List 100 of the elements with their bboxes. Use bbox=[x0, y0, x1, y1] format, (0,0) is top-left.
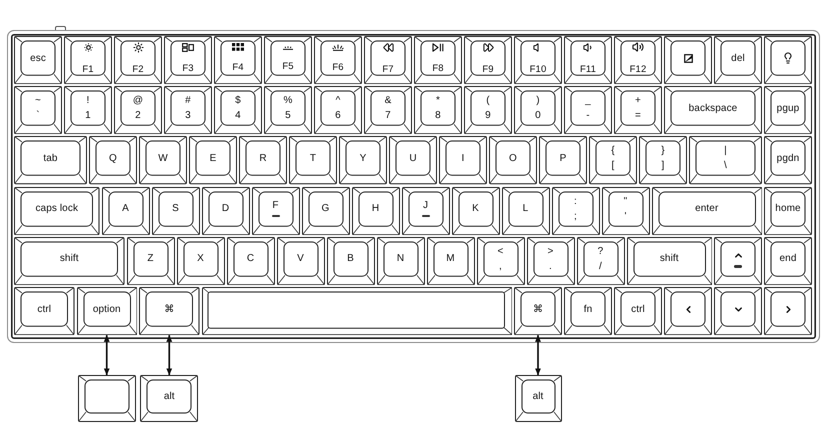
key-label: + bbox=[635, 95, 641, 106]
key-label: 9 bbox=[485, 110, 491, 122]
keycap bbox=[464, 36, 512, 84]
keycap bbox=[102, 186, 150, 235]
key-label: { bbox=[611, 145, 615, 156]
key-label: _ bbox=[585, 95, 591, 106]
key-label: alt bbox=[164, 391, 175, 402]
key-label: X bbox=[197, 253, 204, 264]
keycap bbox=[689, 136, 762, 185]
key-label: - bbox=[586, 110, 590, 122]
keycap bbox=[489, 136, 537, 185]
keycap bbox=[364, 36, 412, 84]
key-label: 0 bbox=[535, 110, 541, 122]
key-label: ' bbox=[624, 210, 626, 222]
keycap bbox=[14, 287, 74, 336]
key-label: F6 bbox=[332, 62, 344, 73]
key-label: F8 bbox=[432, 62, 444, 74]
keycap bbox=[364, 86, 412, 134]
keycap bbox=[626, 236, 712, 285]
keycap bbox=[764, 36, 812, 84]
key-label: ! bbox=[86, 95, 90, 106]
keycap bbox=[402, 186, 450, 235]
key-label: @ bbox=[132, 95, 144, 106]
key-label: 4 bbox=[235, 110, 241, 122]
keycap bbox=[564, 36, 612, 84]
keycap bbox=[140, 375, 198, 422]
keycap bbox=[264, 36, 312, 84]
keycap bbox=[764, 136, 812, 185]
key-label: $ bbox=[235, 95, 241, 106]
keycap bbox=[226, 236, 274, 285]
key-label: [ bbox=[612, 160, 614, 172]
key-label: P bbox=[560, 152, 566, 164]
key-label: enter bbox=[695, 203, 718, 214]
keycap bbox=[339, 136, 387, 185]
key-label: . bbox=[549, 260, 552, 272]
key-label: home bbox=[775, 203, 801, 214]
keycap bbox=[514, 375, 562, 422]
keycap bbox=[76, 287, 137, 336]
keycap bbox=[139, 287, 200, 336]
keycap bbox=[14, 36, 62, 84]
keycap bbox=[614, 86, 662, 134]
key-label: ~ bbox=[35, 95, 41, 106]
keycap bbox=[139, 136, 187, 185]
keycap bbox=[214, 86, 262, 134]
key-label: , bbox=[499, 260, 502, 272]
key-label: / bbox=[599, 260, 602, 272]
key-label: N bbox=[396, 253, 404, 264]
keycap bbox=[526, 236, 574, 285]
keycap bbox=[514, 86, 562, 134]
keycap bbox=[639, 136, 687, 185]
key-label: backspace bbox=[688, 102, 738, 114]
key-label: 5 bbox=[285, 110, 291, 122]
key-label: pgdn bbox=[776, 152, 800, 164]
keycap bbox=[276, 236, 324, 285]
keycap bbox=[414, 86, 462, 134]
keycap bbox=[176, 236, 224, 285]
key-label: shift bbox=[660, 253, 679, 264]
key-label: ) bbox=[536, 95, 540, 106]
key-label: del bbox=[731, 52, 745, 64]
key-label: : bbox=[574, 196, 577, 207]
key-label: ; bbox=[574, 210, 577, 222]
keycap bbox=[439, 136, 487, 185]
key-label: end bbox=[780, 253, 796, 264]
keycap bbox=[252, 186, 300, 235]
keycap bbox=[14, 186, 100, 235]
keycap bbox=[114, 36, 162, 84]
key-label: S bbox=[172, 203, 179, 214]
key-label: 6 bbox=[335, 110, 341, 122]
keycap bbox=[514, 287, 562, 336]
key-label: esc bbox=[30, 52, 46, 64]
key-label: J bbox=[422, 200, 428, 211]
key-label: B bbox=[347, 253, 354, 264]
key-label: shift bbox=[60, 253, 79, 264]
key-label: F4 bbox=[232, 62, 244, 74]
key-label: F7 bbox=[382, 64, 394, 75]
keycap bbox=[576, 236, 624, 285]
key-label: ⌘ bbox=[532, 304, 544, 315]
key-label: W bbox=[158, 152, 168, 164]
keycap bbox=[264, 86, 312, 134]
key-label: R bbox=[259, 152, 267, 164]
keycap bbox=[476, 236, 524, 285]
key-label: " bbox=[624, 196, 628, 207]
key-label: % bbox=[284, 95, 292, 106]
double-arrow bbox=[535, 334, 541, 376]
key-label: > bbox=[548, 246, 554, 257]
keycap bbox=[202, 186, 250, 235]
keycap bbox=[239, 136, 287, 185]
keycap bbox=[764, 186, 812, 235]
keycap bbox=[314, 86, 362, 134]
keycap bbox=[164, 36, 212, 84]
key-label: T bbox=[310, 152, 316, 164]
key-label: F bbox=[272, 200, 279, 211]
key-label: F3 bbox=[182, 62, 194, 74]
keycap bbox=[714, 287, 762, 336]
keycap bbox=[126, 236, 174, 285]
key-label: G bbox=[322, 203, 330, 214]
keycap bbox=[539, 136, 587, 185]
keycap bbox=[426, 236, 474, 285]
keycap bbox=[502, 186, 550, 235]
keycap bbox=[614, 287, 662, 336]
